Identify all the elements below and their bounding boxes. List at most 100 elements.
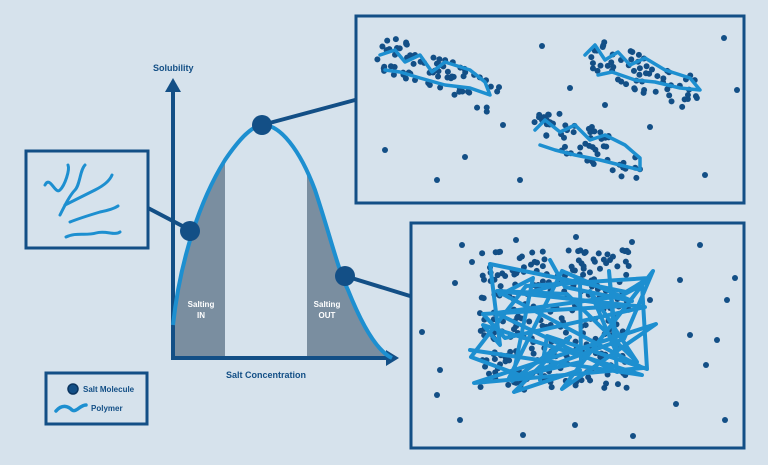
salt-molecule-dot: [480, 276, 487, 283]
salt-molecule-dot: [594, 67, 601, 74]
salt-molecule-dot: [586, 269, 593, 276]
salt-molecule-dot: [604, 62, 611, 69]
salt-molecule-dot: [591, 128, 598, 135]
salt-molecule-dot: [500, 122, 506, 128]
salt-molecule-dot: [623, 384, 630, 391]
salt-molecule-dot: [565, 247, 572, 254]
salt-molecule-dot: [602, 102, 608, 108]
salt-molecule-dot: [591, 258, 598, 265]
point-peak: [252, 115, 272, 135]
salt-molecule-dot: [581, 249, 588, 256]
salt-molecule-dot: [457, 417, 463, 423]
salt-molecule-dot: [597, 129, 604, 136]
salt-molecule-dot: [636, 65, 643, 72]
salt-molecule-dot: [577, 144, 584, 151]
salt-molecule-dot: [543, 132, 550, 139]
salt-molecule-dot: [654, 73, 661, 80]
salt-molecule-dot: [384, 37, 391, 44]
salt-molecule-dot: [402, 75, 409, 82]
y-axis-arrow: [165, 78, 181, 92]
salt-molecule-dot: [570, 129, 577, 136]
polymer-chain: [58, 163, 87, 217]
salt-molecule-dot: [603, 143, 610, 150]
salt-molecule-dot: [531, 119, 538, 126]
salt-molecule-dot: [630, 433, 636, 439]
salt-molecule-dot: [697, 242, 703, 248]
salt-molecule-dot: [722, 417, 728, 423]
salt-molecule-dot: [629, 239, 635, 245]
polymer-chain: [63, 173, 114, 207]
salt-molecule-dot: [382, 147, 388, 153]
salt-molecule-dot: [539, 43, 545, 49]
salt-molecule-dot: [572, 422, 578, 428]
salt-molecule-dot: [459, 88, 466, 95]
salt-molecule-dot: [426, 81, 433, 88]
salt-molecule-dot: [594, 151, 601, 158]
salt-molecule-dot: [494, 88, 501, 95]
connector-top: [261, 98, 356, 127]
salt-molecule-dot: [494, 272, 501, 279]
salt-molecule-dot: [666, 92, 673, 99]
salt-molecule-dot: [478, 294, 485, 301]
salt-molecule-dot: [589, 65, 596, 72]
salt-molecule-dot: [721, 35, 727, 41]
salt-molecule-dot: [622, 258, 629, 265]
salt-molecule-dot: [635, 51, 642, 58]
salt-molecule-dot: [629, 49, 636, 56]
salt-molecule-dot: [379, 43, 386, 50]
salt-molecule-dot: [528, 345, 535, 352]
salt-molecule-dot: [539, 248, 546, 255]
salt-molecule-dot: [732, 275, 738, 281]
salt-molecule-dot: [630, 67, 637, 74]
salt-molecule-dot: [724, 297, 730, 303]
salt-molecule-dot: [434, 392, 440, 398]
salt-molecule-dot: [505, 381, 512, 388]
salt-molecule-dot: [410, 60, 417, 67]
salt-molecule-dot: [614, 263, 621, 270]
salt-molecule-dot: [497, 283, 504, 290]
salt-molecule-dot: [585, 374, 592, 381]
salt-molecule-dot: [434, 177, 440, 183]
legend-polymer-label: Polymer: [91, 404, 123, 413]
salt-molecule-dot: [679, 103, 686, 110]
salt-molecule-dot: [529, 249, 536, 256]
salt-molecule-dot: [390, 71, 397, 78]
salt-molecule-dot: [595, 250, 602, 257]
salt-molecule-dot: [502, 273, 509, 280]
salt-molecule-dot: [541, 256, 548, 263]
salt-molecule-dot: [618, 173, 625, 180]
polymer-chain: [583, 43, 702, 92]
salt-molecule-dot: [436, 56, 443, 63]
salt-molecule-dot: [692, 93, 699, 100]
salt-molecule-dot: [526, 318, 533, 325]
salt-molecule-dot: [556, 110, 563, 117]
salt-molecule-dot: [403, 39, 410, 46]
polymer-chain: [378, 48, 492, 97]
x-axis-label: Salt Concentration: [226, 370, 306, 380]
salt-molecule-dot: [477, 383, 484, 390]
salt-molecule-icon: [67, 383, 79, 395]
salt-molecule-dot: [459, 242, 465, 248]
salt-molecule-dot: [517, 177, 523, 183]
legend-box: [44, 371, 149, 426]
salt-molecule-dot: [374, 56, 381, 63]
polymer-chain: [68, 204, 120, 224]
salt-molecule-dot: [589, 60, 596, 67]
salt-molecule-dot: [562, 329, 569, 336]
point-high-salt: [335, 266, 355, 286]
salt-molecule-dot: [492, 249, 499, 256]
salt-molecule-dot: [625, 263, 632, 270]
salt-molecule-dot: [396, 45, 403, 52]
salt-molecule-dot: [609, 167, 616, 174]
salt-molecule-dot: [603, 380, 610, 387]
salt-molecule-dot: [464, 88, 471, 95]
salt-molecule-dot: [545, 111, 552, 118]
salting-out-label-1: Salting: [314, 300, 341, 309]
polymers: [43, 43, 702, 394]
salt-molecule-dot: [599, 44, 606, 51]
y-axis-label: Solubility: [153, 63, 194, 73]
salt-molecule-dot: [437, 84, 444, 91]
salt-molecule-dot: [628, 56, 635, 63]
polymer-chain: [481, 258, 647, 394]
